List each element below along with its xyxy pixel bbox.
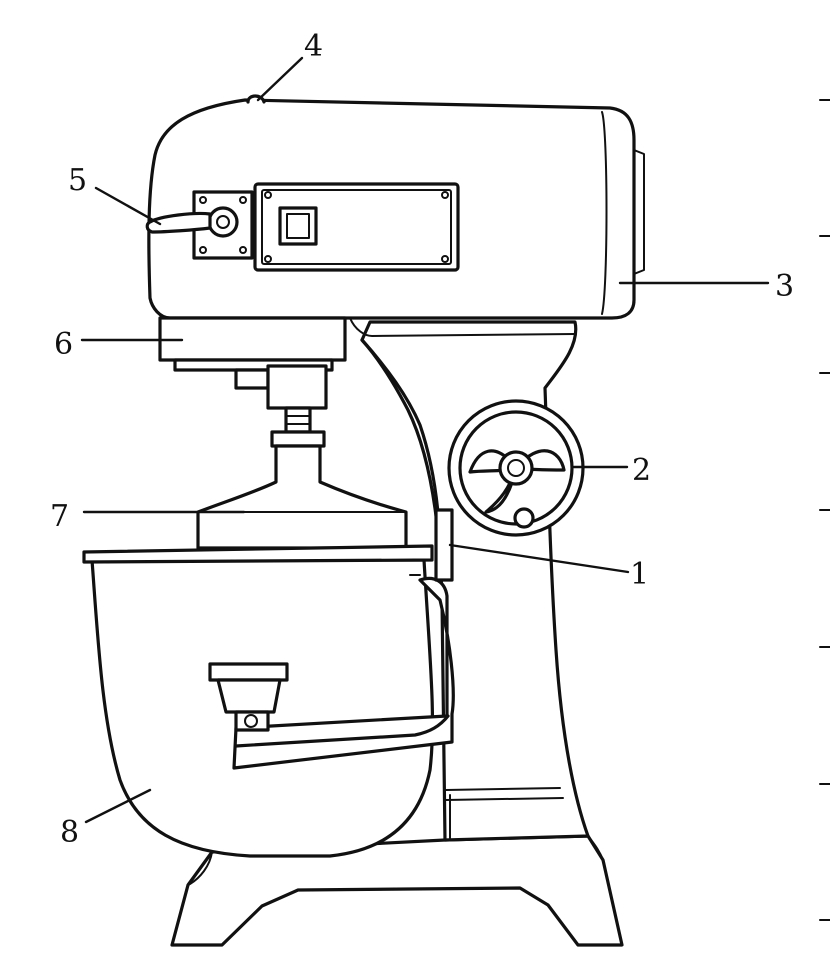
callout-6: 6 (54, 327, 73, 362)
mixing-tool (196, 444, 408, 550)
planetary-housing (158, 316, 347, 448)
callout-7: 7 (50, 499, 69, 534)
mixing-bowl (82, 508, 455, 858)
mixer-base (170, 834, 624, 947)
callout-5: 5 (68, 163, 87, 198)
callout-4: 4 (304, 29, 323, 64)
callout-8: 8 (60, 815, 79, 850)
leader-1 (448, 543, 630, 574)
callout-1: 1 (630, 557, 649, 592)
leader-lines (80, 56, 770, 824)
callout-numbers: 1 2 3 4 5 6 7 8 (50, 29, 794, 850)
leader-5 (94, 186, 162, 226)
callout-3: 3 (775, 269, 794, 304)
mixer-head (145, 94, 645, 337)
callout-2: 2 (632, 453, 651, 488)
handwheel (447, 399, 585, 537)
leader-4 (256, 56, 304, 102)
leader-8 (84, 788, 152, 824)
margin-ticks (819, 99, 830, 921)
